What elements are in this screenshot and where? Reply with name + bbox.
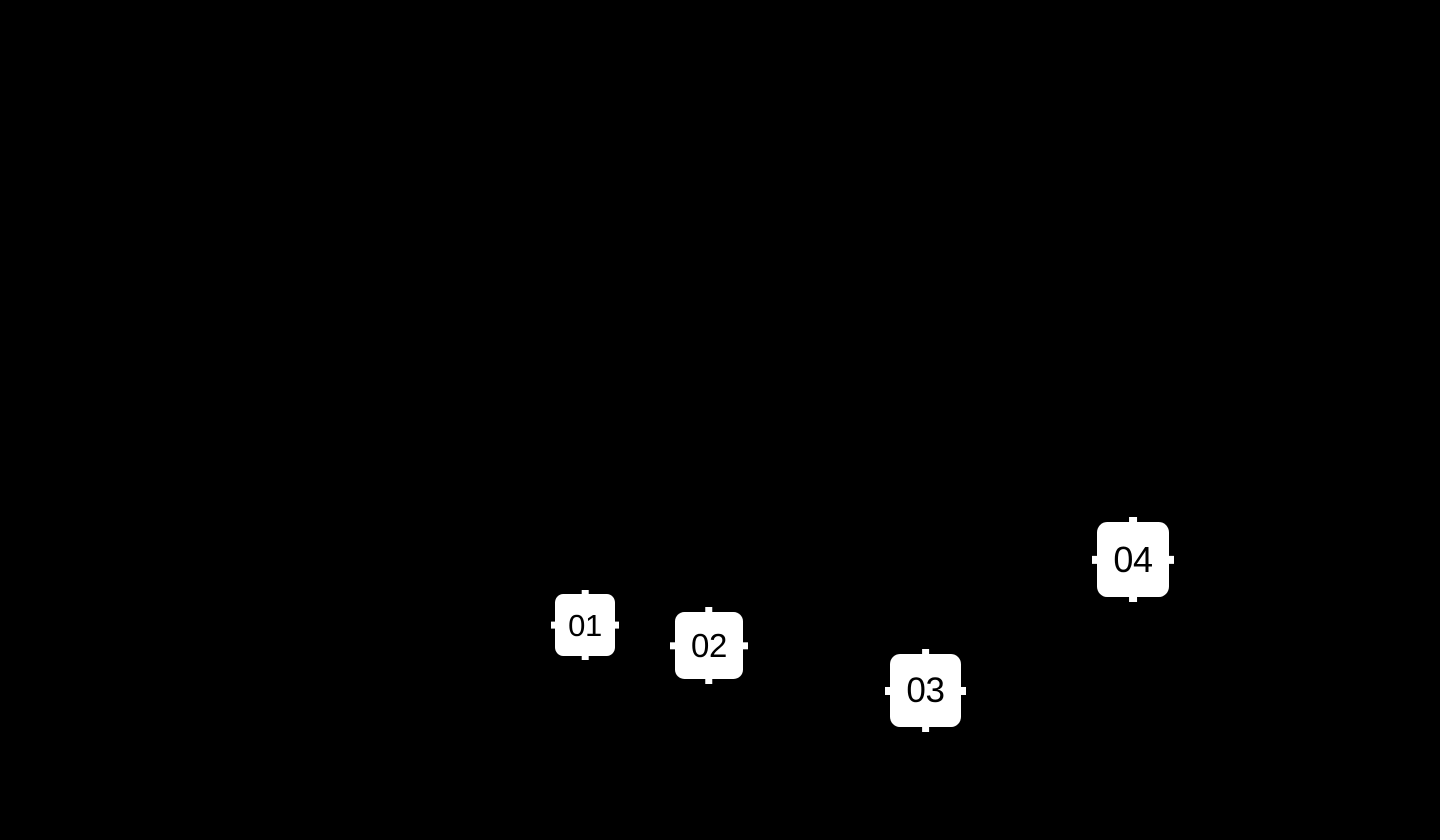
marker-tab-right-icon: [613, 621, 620, 629]
marker-label: 02: [690, 627, 728, 664]
marker-tab-bottom-icon: [705, 677, 713, 684]
marker-tab-right-icon: [1166, 555, 1175, 564]
marker-tab-right-icon: [958, 686, 966, 695]
marker-tab-top-icon: [581, 589, 589, 596]
marker-body: 03: [890, 654, 961, 727]
marker-tab-left-icon: [550, 621, 557, 629]
marker-tab-bottom-icon: [581, 654, 589, 661]
marker-label: 01: [568, 607, 602, 643]
marker-badge-01[interactable]: 01: [550, 589, 620, 661]
marker-tab-left-icon: [885, 686, 893, 695]
marker-tab-top-icon: [921, 648, 930, 657]
marker-tab-bottom-icon: [1129, 594, 1137, 603]
marker-body: 01: [555, 594, 615, 656]
marker-tab-left-icon: [670, 641, 678, 650]
marker-badge-03[interactable]: 03: [885, 648, 966, 733]
marker-tab-bottom-icon: [921, 724, 930, 733]
marker-tab-left-icon: [1091, 555, 1100, 564]
marker-tab-right-icon: [740, 641, 748, 650]
marker-label: 04: [1113, 538, 1153, 580]
marker-tab-top-icon: [1129, 516, 1137, 525]
marker-body: 02: [675, 612, 743, 679]
marker-badge-04[interactable]: 04: [1091, 516, 1175, 603]
marker-tab-top-icon: [705, 607, 713, 614]
marker-badge-02[interactable]: 02: [670, 607, 748, 684]
marker-body: 04: [1097, 522, 1169, 597]
marker-label: 03: [906, 671, 945, 710]
